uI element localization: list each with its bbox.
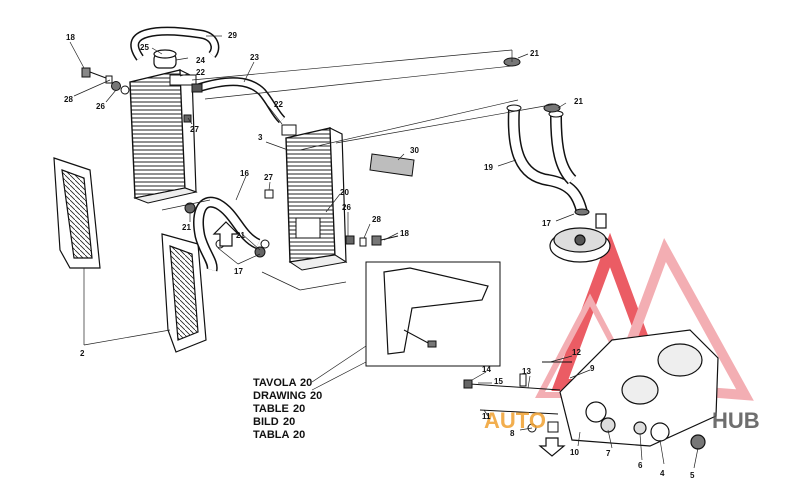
callout-2: 2 xyxy=(80,349,85,358)
callout-8: 8 xyxy=(510,429,515,438)
ref-tabla-label: TABLA xyxy=(253,429,290,441)
drawing-reference: TAVOLA 20 DRAWING 20 TABLE 20 BILD 20 TA… xyxy=(253,377,322,441)
watermark-text: AUTO HUB xyxy=(484,408,760,433)
callout-14: 14 xyxy=(482,365,491,374)
callout-10: 10 xyxy=(570,448,579,457)
hose-16 xyxy=(193,196,261,272)
callout-30: 30 xyxy=(410,146,419,155)
right-radiator-hardware xyxy=(264,189,399,247)
direction-arrow-up xyxy=(212,221,240,247)
callout-21-hose-left: 21 xyxy=(182,223,191,232)
ref-tavola-num: 20 xyxy=(300,377,312,389)
left-radiator xyxy=(129,49,198,204)
callout-13: 13 xyxy=(522,367,531,376)
callout-20: 20 xyxy=(340,188,349,197)
callout-22-right: 22 xyxy=(274,100,283,109)
callout-5: 5 xyxy=(690,471,695,480)
cylinder-head xyxy=(549,213,611,263)
ref-bild-num: 20 xyxy=(283,416,295,428)
coolant-pipe-19 xyxy=(506,104,588,214)
callout-17-head: 17 xyxy=(542,219,551,228)
direction-arrow-down xyxy=(538,437,566,457)
ref-table-num: 20 xyxy=(293,403,305,415)
ref-tavola-label: TAVOLA xyxy=(253,377,297,389)
callout-24: 24 xyxy=(196,56,205,65)
callout-17-hose: 17 xyxy=(234,267,243,276)
callout-28-left: 28 xyxy=(64,95,73,104)
ref-drawing-num: 20 xyxy=(310,390,322,402)
detail-inset xyxy=(365,261,501,367)
ref-tabla-num: 20 xyxy=(293,429,305,441)
ref-bild-label: BILD xyxy=(253,416,279,428)
callout-26-left: 26 xyxy=(96,102,105,111)
callout-29: 29 xyxy=(228,31,237,40)
callout-19: 19 xyxy=(484,163,493,172)
callout-18-right: 18 xyxy=(400,229,409,238)
callout-3: 3 xyxy=(258,133,263,142)
right-radiator xyxy=(281,124,348,271)
watermark-auto: AUTO xyxy=(484,408,546,433)
engine-case xyxy=(559,329,719,450)
callout-15: 15 xyxy=(494,377,503,386)
callout-16: 16 xyxy=(240,169,249,178)
callout-9: 9 xyxy=(590,364,595,373)
callout-21-top: 21 xyxy=(530,49,539,58)
leader-lines xyxy=(69,35,699,469)
callout-22-left: 22 xyxy=(196,68,205,77)
callout-27-right: 27 xyxy=(264,173,273,182)
callout-27-left: 27 xyxy=(190,125,199,134)
callout-21-pipe: 21 xyxy=(574,97,583,106)
decal-30 xyxy=(369,153,415,177)
left-radiator-hardware xyxy=(81,67,192,123)
callout-18-left: 18 xyxy=(66,33,75,42)
callout-28-right: 28 xyxy=(372,215,381,224)
callout-23: 23 xyxy=(250,53,259,62)
callout-21-hose-right: 21 xyxy=(236,231,245,240)
callout-7: 7 xyxy=(606,449,611,458)
callout-12: 12 xyxy=(572,348,581,357)
ref-drawing-label: DRAWING xyxy=(253,390,306,402)
callout-25: 25 xyxy=(140,43,149,52)
callout-labels: 29 25 24 22 23 18 28 26 27 22 3 30 21 21… xyxy=(64,31,695,480)
radiator-shroud-upper xyxy=(53,157,101,269)
watermark-hub: HUB xyxy=(712,408,760,433)
ref-table-label: TABLE xyxy=(253,403,289,415)
radiator-shroud-lower xyxy=(161,233,207,353)
callout-6: 6 xyxy=(638,461,643,470)
callout-11: 11 xyxy=(482,412,491,421)
callout-26-right: 26 xyxy=(342,203,351,212)
callout-4: 4 xyxy=(660,469,665,478)
